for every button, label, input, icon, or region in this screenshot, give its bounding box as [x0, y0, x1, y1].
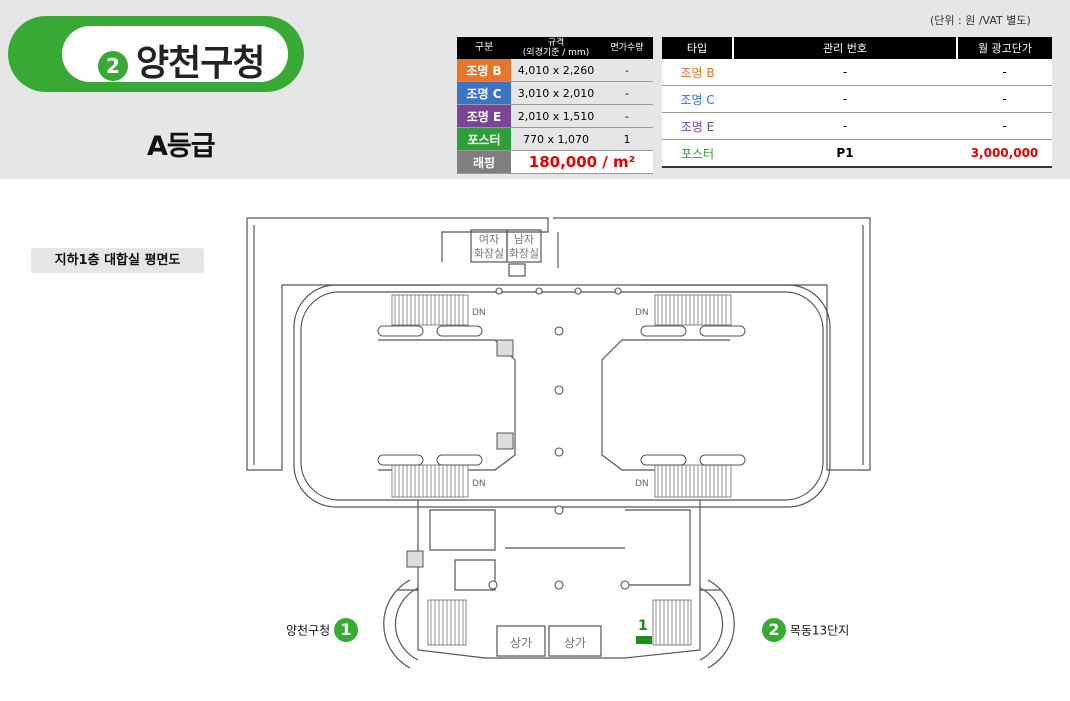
exit-name: 양천구청: [286, 623, 331, 638]
exit-number-badge: 2: [762, 618, 786, 642]
restroom-women-label: 여자 화장실: [473, 233, 505, 260]
mgmt-header-price: 월 광고단가: [956, 37, 1052, 59]
mgmt-row: 포스터 P1 3,000,000: [662, 139, 1052, 168]
mgmt-row: 조명 E - -: [662, 112, 1052, 140]
spec-size: 2,010 x 1,510: [511, 104, 601, 128]
dn-label: DN: [635, 479, 649, 489]
mgmt-type: 조명 B: [662, 59, 733, 86]
spec-size: 770 x 1,070: [511, 127, 601, 151]
spec-label: 조명 C: [457, 81, 511, 105]
restroom-men-label: 남자 화장실: [508, 233, 540, 260]
mgmt-type: 조명 E: [662, 112, 733, 140]
shop-label: 상가: [563, 636, 587, 650]
spec-size: 4,010 x 2,260: [511, 59, 601, 82]
header-banner: 2 양천구청 A등급 (단위 : 원 /VAT 별도) 구분 규격 (외경기준 …: [0, 0, 1070, 179]
spec-row: 조명 B 4,010 x 2,260 -: [457, 59, 653, 82]
exit-number-badge: 1: [334, 618, 358, 642]
spec-header-type: 구분: [457, 37, 511, 59]
spec-qty: -: [601, 81, 653, 105]
spec-size: 3,010 x 2,010: [511, 81, 601, 105]
mgmt-type: 포스터: [662, 139, 733, 168]
mgmt-id: -: [733, 59, 957, 86]
dn-label: DN: [472, 479, 486, 489]
poster-marker-box: [636, 636, 652, 644]
station-number: 2: [98, 51, 128, 81]
spec-label: 조명 B: [457, 59, 511, 82]
dn-label: DN: [635, 308, 649, 318]
spec-qty: -: [601, 104, 653, 128]
exit-2: 2 목동13단지: [762, 618, 849, 642]
shop-label: 상가: [509, 636, 533, 650]
spec-header-qty: 면가수량: [601, 37, 653, 59]
spec-row: 조명 E 2,010 x 1,510 -: [457, 104, 653, 128]
grade-label: A등급: [147, 131, 216, 162]
spec-table: 구분 규격 (외경기준 / mm) 면가수량 조명 B 4,010 x 2,26…: [457, 37, 653, 174]
station-name: 양천구청: [136, 43, 265, 84]
spec-qty: -: [601, 59, 653, 82]
mgmt-header-type: 타입: [662, 37, 733, 59]
mgmt-header-id: 관리 번호: [732, 37, 957, 59]
mgmt-id: -: [733, 85, 957, 113]
dn-label: DN: [472, 308, 486, 318]
escalator: [391, 294, 469, 326]
mgmt-id: -: [733, 112, 957, 140]
spec-qty: 1: [601, 127, 653, 151]
wrapping-row: 래핑 180,000 / m²: [457, 150, 653, 174]
spec-row: 조명 C 3,010 x 2,010 -: [457, 81, 653, 105]
spec-label: 조명 E: [457, 104, 511, 128]
management-table: 타입 관리 번호 월 광고단가 조명 B - - 조명 C - - 조명 E -…: [662, 37, 1052, 168]
mgmt-row: 조명 C - -: [662, 85, 1052, 113]
poster-marker-number: 1: [638, 618, 648, 634]
spec-row: 포스터 770 x 1,070 1: [457, 127, 653, 151]
station-badge: [8, 16, 304, 92]
mgmt-price: -: [957, 59, 1052, 86]
mgmt-id: P1: [733, 139, 957, 168]
exit-name: 목동13단지: [789, 623, 850, 638]
wrapping-price: 180,000 / m²: [511, 150, 653, 174]
mgmt-type: 조명 C: [662, 85, 733, 113]
mgmt-row: 조명 B - -: [662, 59, 1052, 86]
mgmt-price: -: [957, 85, 1052, 113]
floorplan-title: 지하1층 대합실 평면도: [31, 248, 204, 273]
wrapping-label: 래핑: [457, 150, 511, 174]
spec-header-size: 규격 (외경기준 / mm): [511, 37, 601, 59]
unit-note: (단위 : 원 /VAT 별도): [930, 14, 1031, 27]
spec-label: 포스터: [457, 127, 511, 151]
mgmt-price: -: [957, 112, 1052, 140]
exit-1: 양천구청 1: [286, 618, 358, 642]
mgmt-price: 3,000,000: [957, 139, 1052, 168]
